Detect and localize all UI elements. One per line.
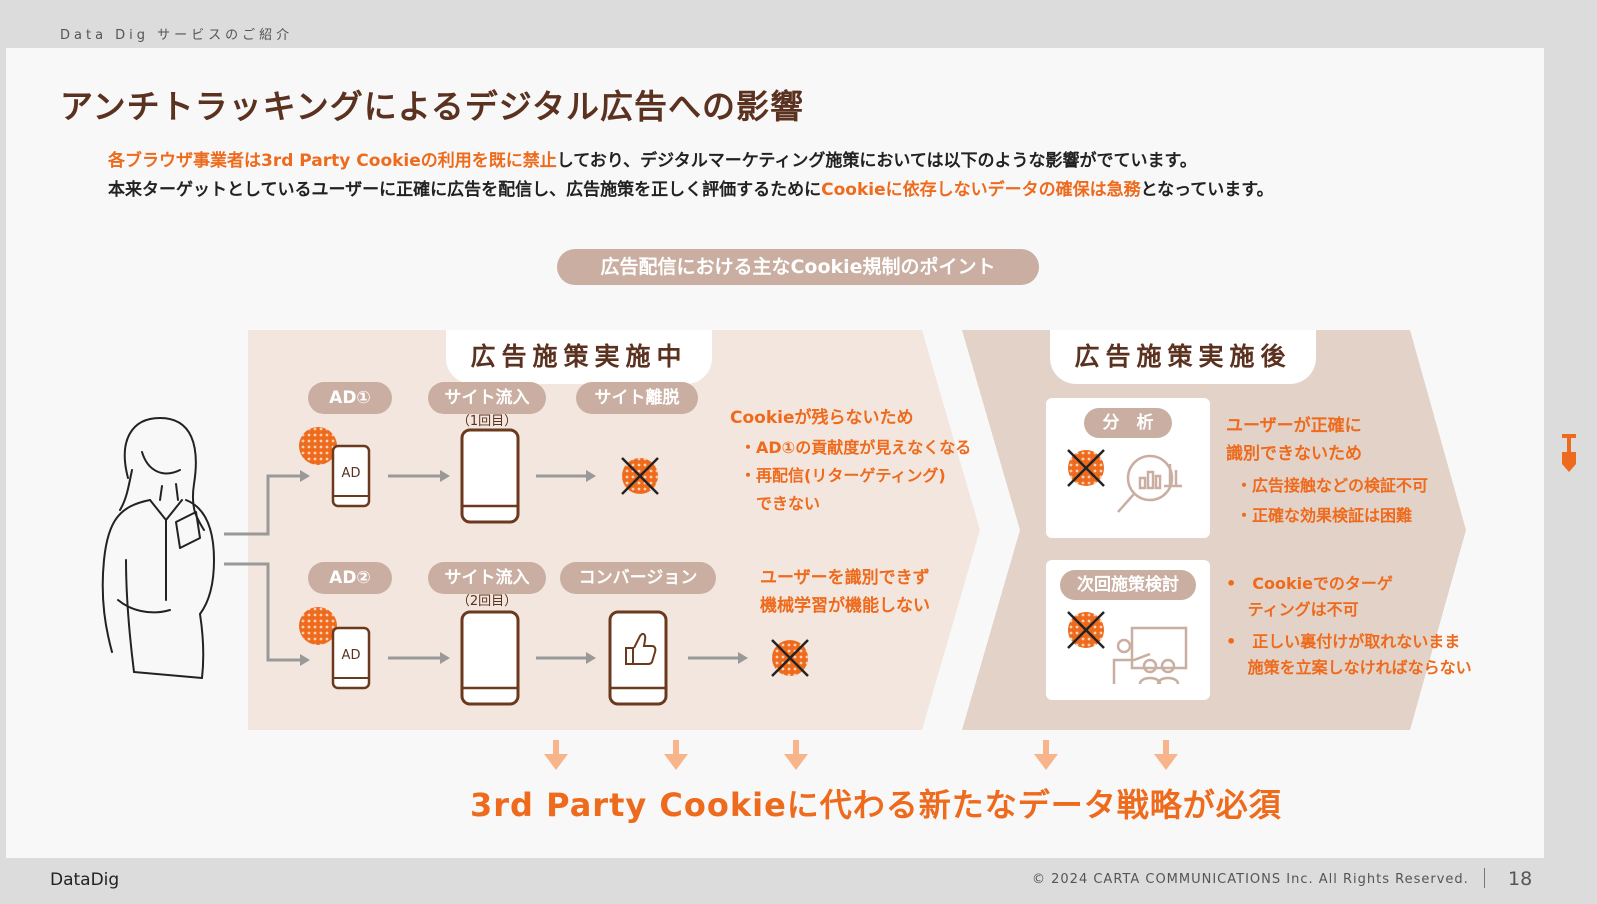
footer-copyright: © 2024 CARTA COMMUNICATIONS Inc. All Rig…	[1032, 872, 1469, 887]
row2-note-line-2: 機械学習が機能しない	[760, 596, 930, 616]
crossed-cookie-icon-next	[1067, 611, 1105, 649]
connector-row1	[224, 474, 300, 536]
phone-visit-row1	[460, 428, 520, 524]
crossed-cookie-icon-row2	[771, 639, 809, 677]
section-during-title: 広告施策実施中	[446, 330, 712, 384]
next-bullet-2b: 施策を立案しなければならない	[1226, 658, 1472, 677]
tag-analysis: 分 析	[1084, 408, 1172, 438]
presentation-icon	[1112, 626, 1188, 685]
connector-row2	[224, 562, 300, 662]
intro-line-2: 本来ターゲットとしているユーザーに正確に広告を配信し、広告施策を正しく評価するた…	[108, 175, 1274, 200]
page-number: 18	[1508, 868, 1533, 890]
visit-count-2: （2回目）	[456, 594, 518, 609]
intro-highlight-2: Cookieに依存しないデータの確保は急務	[821, 180, 1141, 200]
phone-conversion	[608, 610, 668, 706]
intro-text-2b: となっています。	[1140, 180, 1274, 200]
crossed-cookie-icon-analysis	[1067, 449, 1105, 487]
ad-label-row1: AD	[341, 466, 361, 481]
visit-count-1: （1回目）	[456, 414, 518, 429]
section-after-title: 広告施策実施後	[1050, 330, 1316, 384]
tag-next-plan: 次回施策検討	[1060, 570, 1196, 600]
footer-divider	[1484, 868, 1485, 888]
analysis-note-line-1: ユーザーが正確に	[1226, 416, 1362, 436]
row1-note-title: Cookieが残らないため	[730, 408, 914, 428]
tag-visit-2: サイト流入	[428, 562, 546, 594]
next-bullet-2: • 正しい裏付けが取れないまま	[1226, 632, 1461, 651]
page-title: アンチトラッキングによるデジタル広告への影響	[60, 87, 805, 126]
cookie-icon-row1	[299, 427, 337, 465]
intro-highlight-1: 各ブラウザ事業者は3rd Party Cookieの利用を既に禁止	[108, 151, 557, 171]
header-label: Data Dig サービスのご紹介	[60, 28, 294, 43]
ad-phone-row2	[331, 626, 371, 690]
cookie-icon-row2	[299, 607, 337, 645]
magnifier-chart-icon	[1117, 454, 1182, 513]
tag-visit-1: サイト流入	[428, 382, 546, 414]
thumbs-up-icon	[625, 632, 657, 665]
crossed-cookie-icon-row1	[621, 457, 659, 495]
analysis-note-line-2: 識別できないため	[1226, 444, 1362, 464]
ad-label-row2: AD	[341, 648, 361, 663]
side-marker-icon	[1562, 434, 1576, 472]
row1-note-item-1: ・AD①の貢献度が見えなくなる	[740, 438, 972, 457]
during-band	[248, 330, 980, 730]
row1-note-item-2: ・再配信(リターゲティング)	[740, 466, 946, 485]
points-pill: 広告配信における主なCookie規制のポイント	[557, 249, 1039, 285]
tag-conversion: コンバージョン	[560, 562, 716, 594]
row1-note-item-3: できない	[740, 494, 821, 513]
analysis-bullet-2: ・正確な効果検証は困難	[1236, 506, 1413, 525]
intro-line-1: 各ブラウザ事業者は3rd Party Cookieの利用を既に禁止しており、デジ…	[108, 146, 1197, 171]
tag-exit: サイト離脱	[576, 382, 698, 414]
intro-text-2a: 本来ターゲットとしているユーザーに正確に広告を配信し、広告施策を正しく評価するた…	[108, 180, 822, 200]
row2-note-line-1: ユーザーを識別できず	[760, 568, 930, 588]
tag-ad2: AD②	[308, 562, 392, 594]
next-bullet-1: • Cookieでのターゲ	[1226, 574, 1393, 593]
next-bullet-1b: ティングは不可	[1226, 600, 1359, 619]
analysis-bullet-1: ・広告接触などの検証不可	[1236, 476, 1429, 495]
ad-phone-row1	[331, 444, 371, 508]
footer-logo: DataDig	[50, 870, 120, 890]
intro-text-1: しており、デジタルマーケティング施策においては以下のような影響がでています。	[556, 151, 1197, 171]
down-arrows	[544, 740, 1178, 770]
conclusion-message: 3rd Party Cookieに代わる新たなデータ戦略が必須	[470, 786, 1282, 824]
person-illustration	[101, 417, 215, 679]
phone-visit-row2	[460, 610, 520, 706]
tag-ad1: AD①	[308, 382, 392, 414]
